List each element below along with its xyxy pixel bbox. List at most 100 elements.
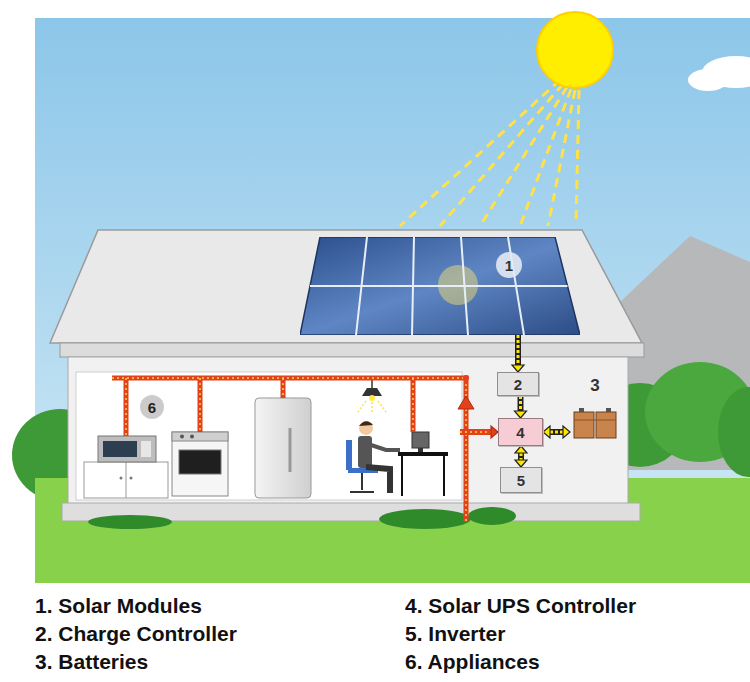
fridge [255,398,311,498]
controller-box: 2 [497,372,539,396]
battery-band [574,420,616,421]
arrowhead [543,426,550,438]
person-torso [358,436,372,468]
connector-line [518,453,524,460]
battery-pack: 3 [570,376,620,440]
panel-shape [300,237,580,335]
person-head [359,421,373,435]
energy-flow-arrow [515,446,527,467]
arrowhead [563,426,570,438]
ray [520,89,571,226]
cloud [688,69,728,91]
energy-flow-arrow [543,426,570,438]
sky [35,18,750,583]
lamp-bulb [369,395,375,401]
callout-number: 2 [514,376,522,393]
ray [548,90,575,226]
arrowhead [515,411,527,418]
arrowhead [512,365,524,372]
microwave-panel [141,441,151,457]
legend-text: 4. Solar UPS Controller [405,594,636,618]
chair-post [361,473,363,490]
cabinet [84,462,168,498]
arrowhead [515,446,527,453]
knob [120,477,123,480]
chair-back [346,440,352,470]
ray [576,90,579,222]
light-ray [371,402,373,414]
stove-top [172,432,228,441]
knob [130,477,133,480]
energy-flow-arrow [512,335,524,372]
sun [537,12,613,88]
panel-grid [310,285,568,287]
roof [50,230,642,343]
callout-number: 3 [570,376,620,396]
ray [440,84,563,226]
microwave-window [103,441,137,457]
desk-leg [443,456,445,496]
battery-terminal [579,408,584,412]
connector-dash [550,431,563,434]
red-wire [112,378,466,522]
bush [379,509,471,529]
eave [60,343,644,357]
connector-line [460,429,491,435]
callout-number: 1 [496,252,522,278]
light-ray [378,401,386,412]
callout-number: 5 [517,472,525,489]
connector-line [515,335,521,365]
monitor [412,432,429,448]
legend-text: 2. Charge Controller [35,622,237,646]
inverter-box: 5 [500,467,542,493]
arrowhead [515,460,527,467]
bush [468,507,516,525]
stove [172,432,228,496]
wire-arrowhead [458,396,474,409]
legend-text: 6. Appliances [405,650,540,674]
person-arm [368,444,400,450]
solar-panel: 1 [300,237,580,335]
panel-grid [356,237,367,335]
knob [180,435,184,439]
legend-text: 1. Solar Modules [35,594,202,618]
monitor-stand [418,448,423,452]
connector-dash [520,453,523,460]
legend-text: 5. Inverter [405,622,505,646]
battery-shape [570,406,620,440]
light-ray [358,401,366,412]
callout-number: 4 [516,424,524,441]
connector-dash [517,335,520,365]
battery-cell [596,412,616,438]
wire-joint [463,375,469,381]
connector-line [550,429,563,435]
ray [480,87,567,226]
microwave [98,436,156,462]
knob [190,435,194,439]
battery-cell [574,412,594,438]
legend-text: 3. Batteries [35,650,148,674]
house-wiring [112,375,474,522]
wire-dots [112,378,466,522]
panel-face [300,237,580,335]
appliances [84,378,448,498]
lamp-shade [362,388,382,396]
tree [718,387,750,477]
cabinet-door [126,462,127,498]
ups-box: 4 [498,418,543,446]
appliance-room: 6 [78,375,460,500]
person-legs [366,467,390,493]
arrowhead [491,426,498,438]
panel-grid [461,237,468,335]
fridge-handle [289,428,292,472]
person-hair [359,421,373,426]
room-interior [76,372,462,500]
energy-flow-arrow [515,396,527,418]
desk-leg [401,456,403,496]
connector-dash [519,396,522,411]
desk [398,452,448,456]
callout-number: 6 [140,395,164,419]
